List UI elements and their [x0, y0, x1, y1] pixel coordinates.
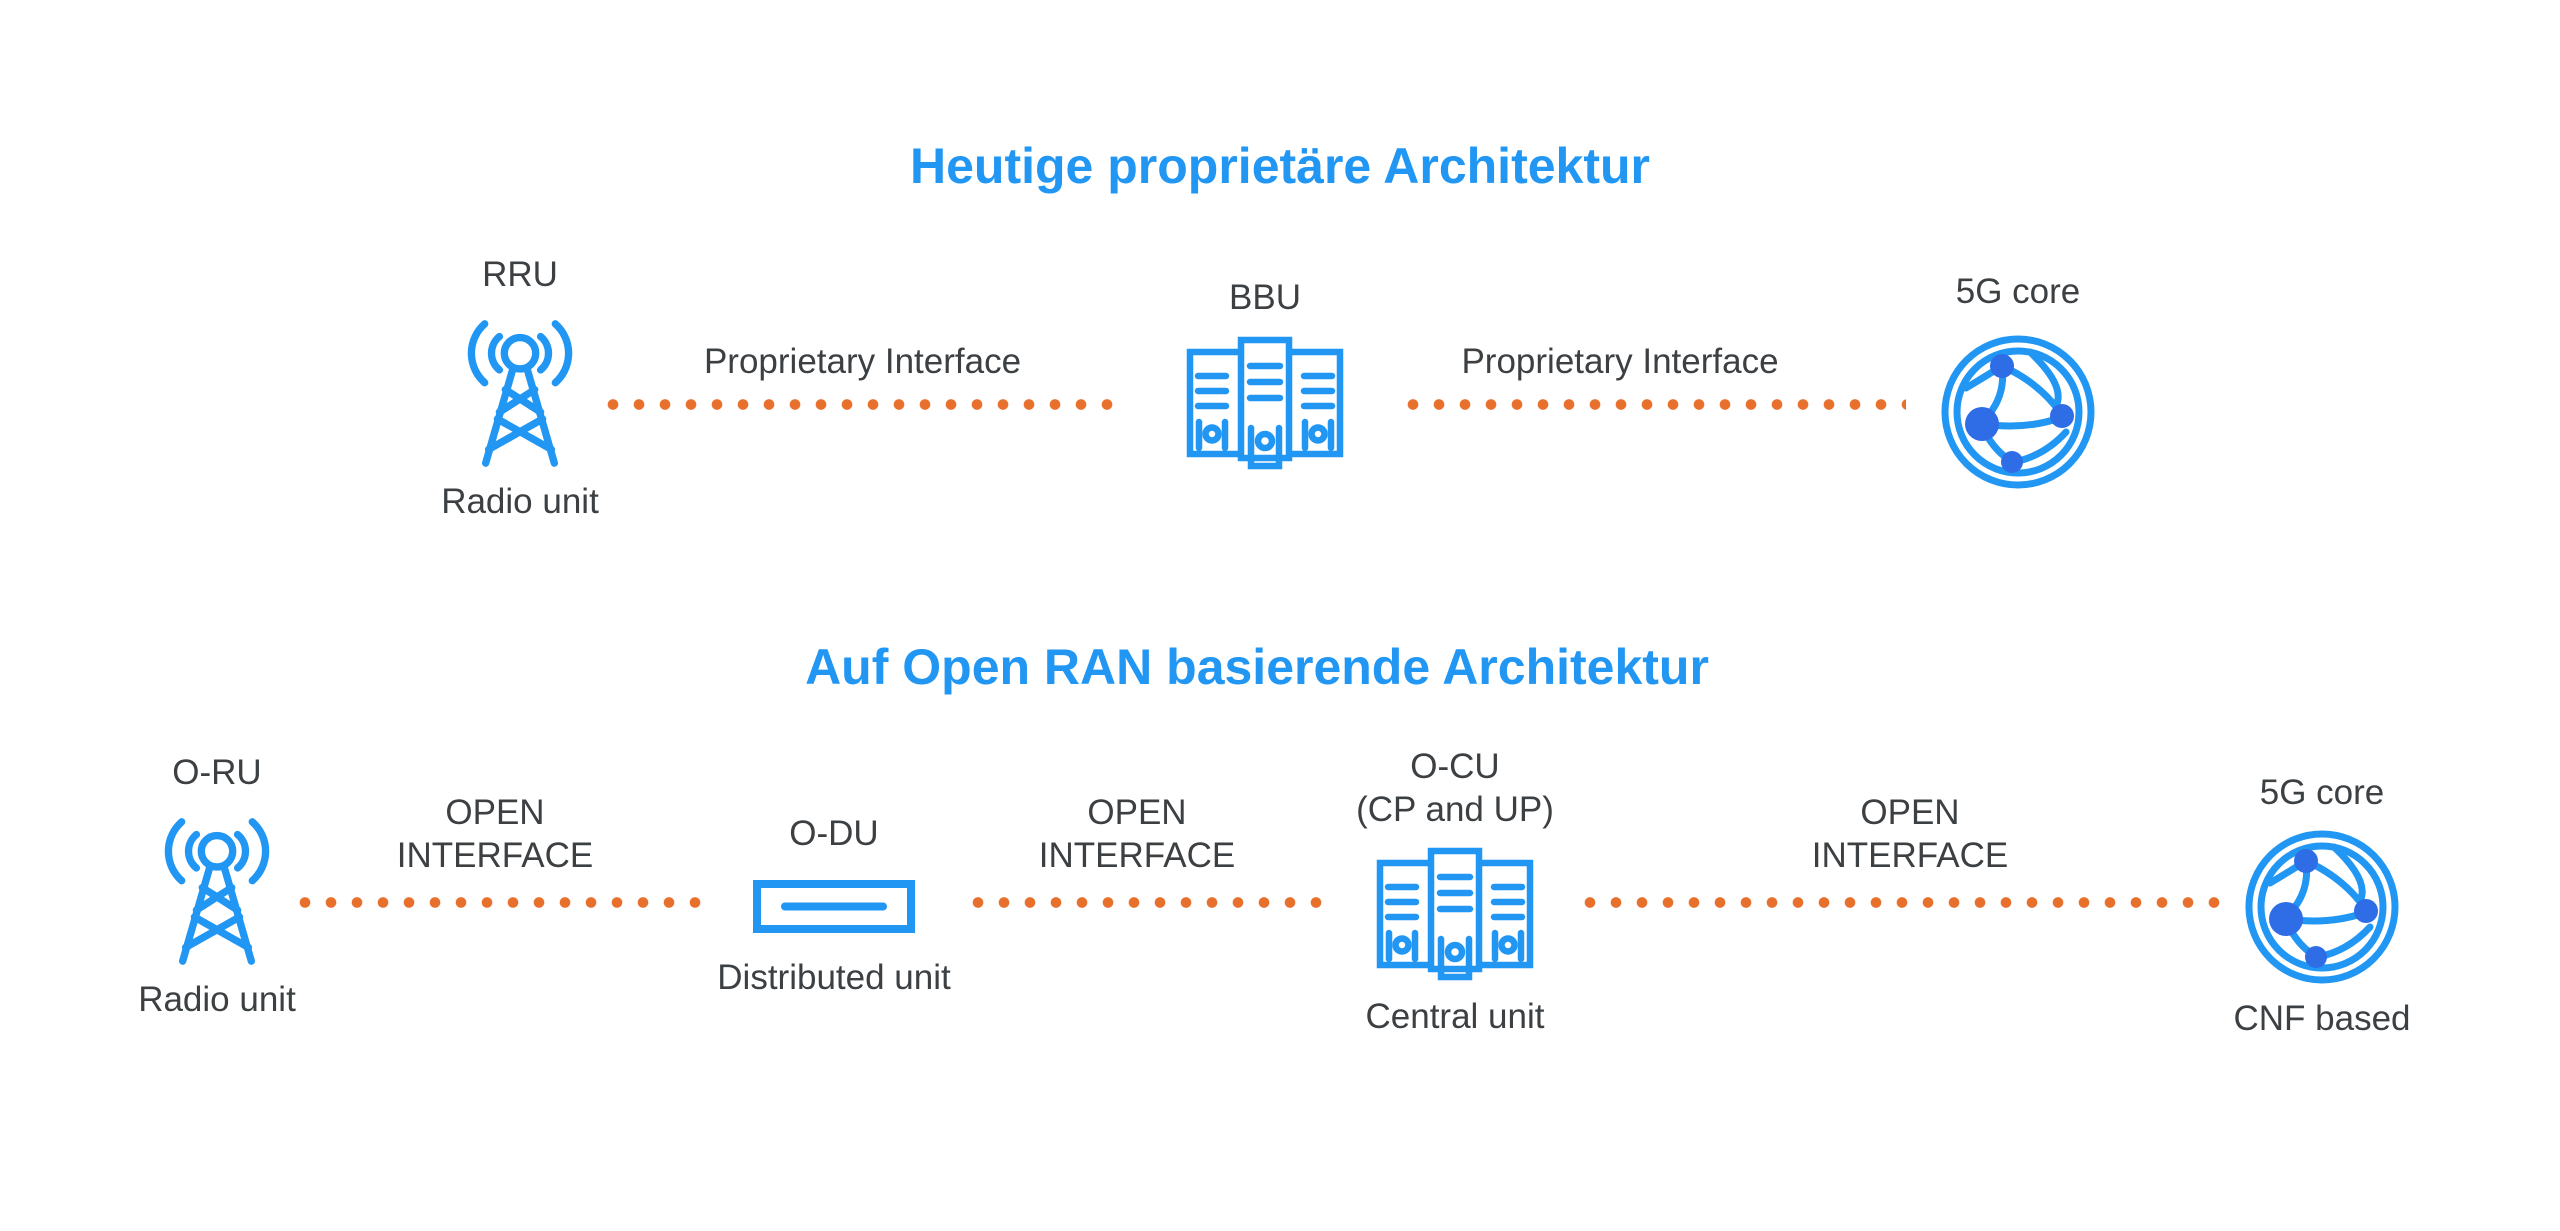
dotted-line-open-2	[965, 897, 1335, 908]
node-top-label: 5G core	[2259, 773, 2385, 812]
network-globe-icon	[2245, 830, 2399, 984]
node-ocu: O-CU (CP and UP) Central unit	[1330, 745, 1580, 1039]
node-bottom-label: Radio unit	[441, 482, 599, 521]
dotted-line-proprietary-1	[600, 399, 1125, 410]
node-top-label: O-CU	[1410, 747, 1500, 786]
connector-label-open-1: OPEN INTERFACE	[396, 793, 594, 875]
node-bbu: BBU	[1165, 276, 1365, 474]
dotted-line-open-3	[1577, 897, 2225, 908]
node-top-label: 5G core	[1955, 272, 2081, 311]
radio-tower-icon	[164, 818, 270, 965]
dotted-line-proprietary-2	[1400, 399, 1906, 410]
connector-label-proprietary-2: Proprietary Interface	[1461, 342, 1779, 381]
node-top-label: RRU	[482, 255, 558, 294]
node-bottom-label: Central unit	[1365, 997, 1545, 1036]
connector-label-open-3: OPEN INTERFACE	[1811, 793, 2009, 875]
node-bottom-label: Radio unit	[138, 980, 296, 1019]
node-bottom-label: Distributed unit	[717, 958, 951, 997]
node-odu: O-DU Distributed unit	[704, 812, 964, 1000]
node-top-label: BBU	[1229, 278, 1301, 317]
radio-tower-icon	[467, 320, 573, 467]
node-top-label: O-RU	[172, 753, 262, 792]
connector-label-proprietary-1: Proprietary Interface	[703, 342, 1022, 381]
section-title-proprietary: Heutige proprietäre Architektur	[910, 138, 1650, 194]
node-rru: RRU Radio unit	[420, 253, 620, 524]
server-rack-icon	[1186, 336, 1344, 470]
dotted-line-open-1	[292, 897, 712, 908]
node-5g-core-openran: 5G core CNF based	[2222, 771, 2422, 1041]
node-top-label: O-DU	[789, 814, 879, 853]
node-top-sublabel: (CP and UP)	[1356, 790, 1554, 829]
node-5g-core-proprietary: 5G core	[1918, 270, 2118, 492]
section-title-openran: Auf Open RAN basierende Architektur	[805, 639, 1709, 695]
network-globe-icon	[1941, 335, 2095, 489]
distributed-unit-icon	[753, 880, 915, 933]
connector-label-open-2: OPEN INTERFACE	[1038, 793, 1236, 875]
server-rack-icon	[1376, 847, 1534, 981]
node-bottom-label: CNF based	[2233, 999, 2411, 1038]
node-oru: O-RU Radio unit	[117, 751, 317, 1022]
